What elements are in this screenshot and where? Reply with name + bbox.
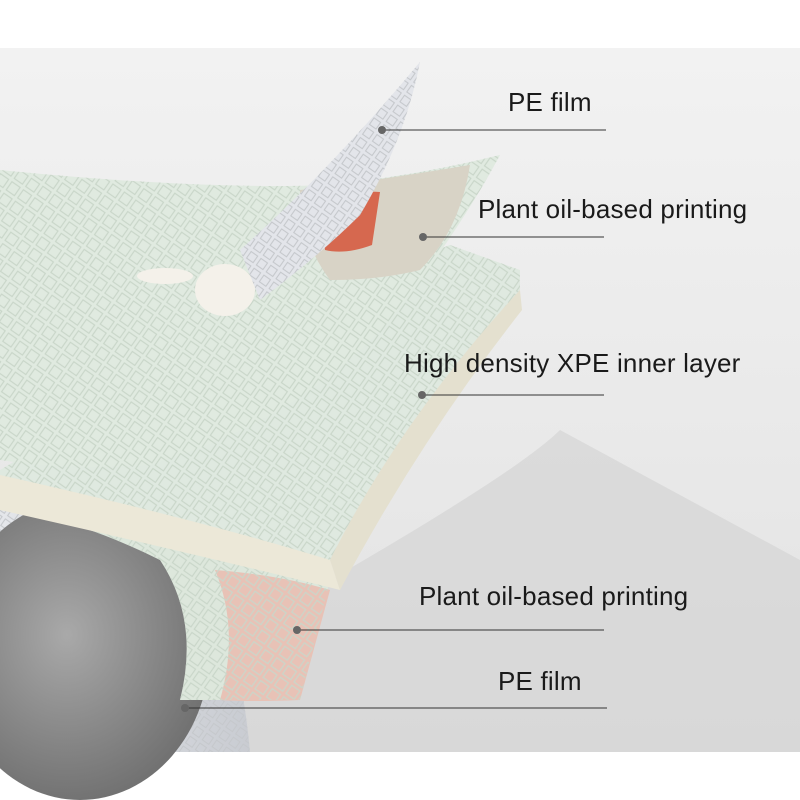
label-xpe-core: High density XPE inner layer [404,348,741,378]
label-bottom-pe-film: PE film [498,666,582,696]
leader-bottom-printing [293,626,604,634]
illustration-rabbit-ear [137,268,193,284]
leader-xpe-core [418,391,604,399]
bottom-roll [0,500,210,800]
top-pe-film-texture [240,62,420,300]
xpe-core-edge [0,475,340,590]
label-top-printing: Plant oil-based printing [478,194,748,224]
mat-shadow [200,430,800,752]
leader-top-pe-film [378,126,606,134]
xpe-core-edge-right [330,290,522,590]
label-bottom-printing: Plant oil-based printing [419,581,689,611]
illustration-rabbit-body [195,264,255,316]
label-top-pe-film: PE film [508,87,592,117]
leader-bottom-pe-film [181,704,607,712]
leader-top-printing [419,233,604,241]
